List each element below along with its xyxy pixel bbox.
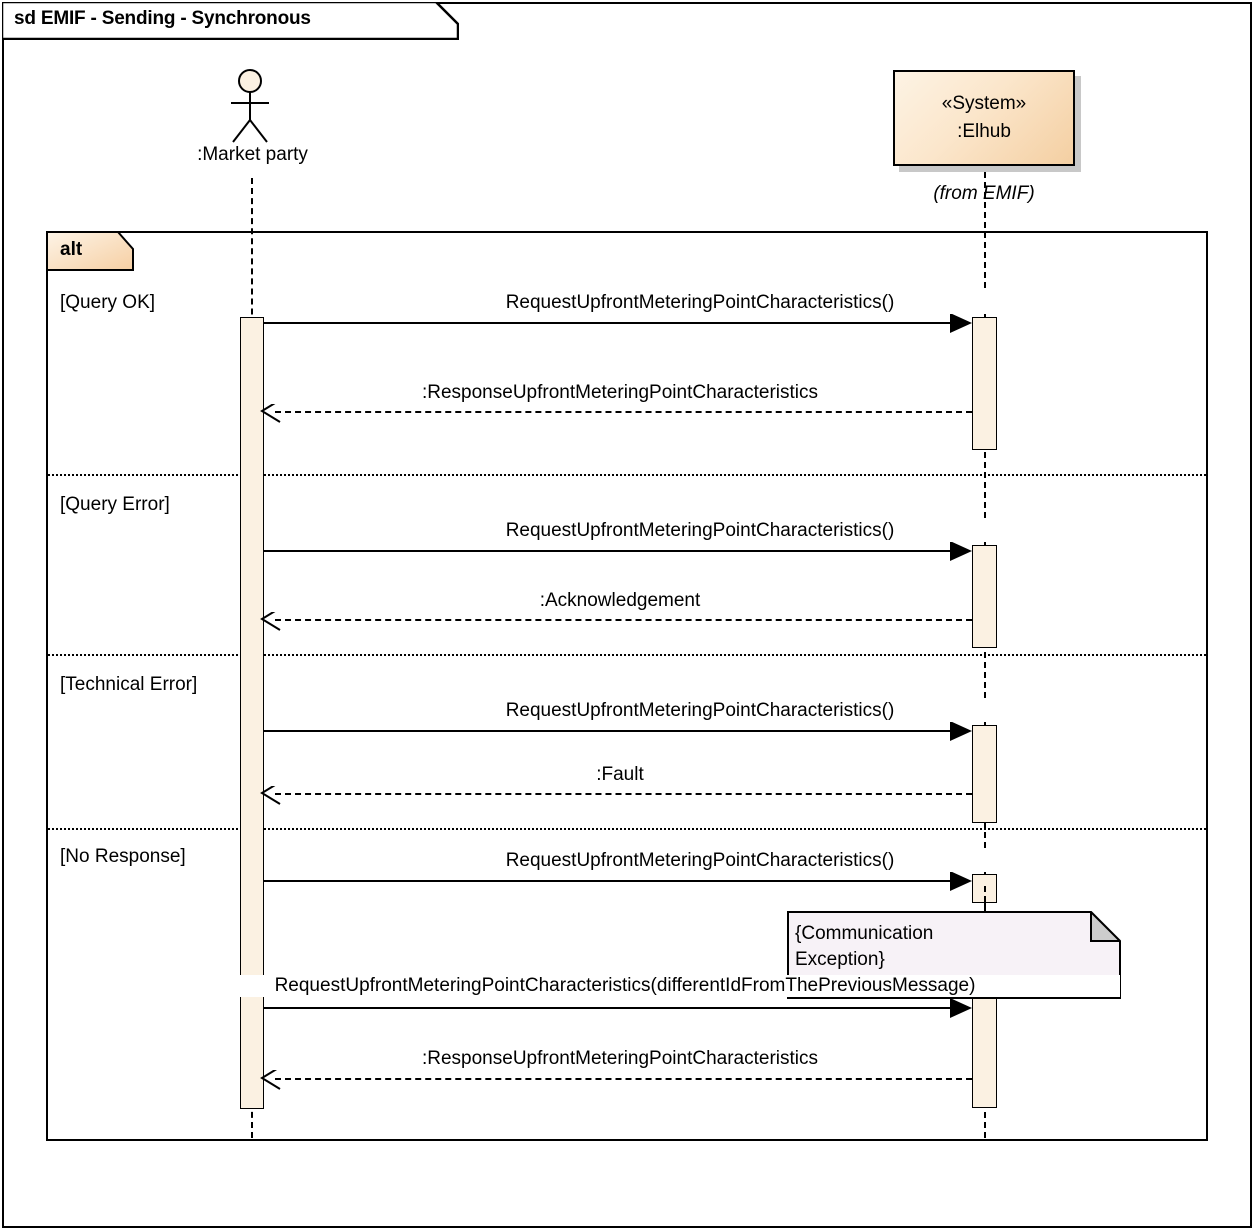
- message-line-2: [275, 411, 972, 413]
- actor-label: :Market party: [197, 144, 308, 165]
- actor-stick-figure-icon: [231, 69, 269, 143]
- activation-elhub-3: [972, 725, 997, 823]
- activation-elhub-2: [972, 545, 997, 648]
- message-line-9: [275, 1078, 972, 1080]
- message-label-3: RequestUpfrontMeteringPointCharacteristi…: [300, 520, 1100, 542]
- message-arrowhead-5: [950, 721, 972, 741]
- alt-operator-label: alt: [60, 239, 83, 260]
- alt-separator-3: [48, 828, 1206, 830]
- message-arrowhead-7: [950, 871, 972, 891]
- guard-query-error: [Query Error]: [60, 494, 170, 515]
- message-label-8: RequestUpfrontMeteringPointCharacteristi…: [130, 975, 1120, 997]
- alt-fragment-tab: [46, 231, 134, 271]
- alt-separator-1: [48, 474, 1206, 476]
- message-line-4: [275, 619, 972, 621]
- activation-elhub-5: [972, 995, 997, 1108]
- message-line-6: [275, 793, 972, 795]
- message-label-2: :ResponseUpfrontMeteringPointCharacteris…: [270, 382, 970, 404]
- note-anchor-line: [984, 886, 986, 912]
- guard-query-ok: [Query OK]: [60, 292, 156, 313]
- message-line-3: [264, 550, 964, 552]
- note-text: {Communication Exception}: [795, 923, 934, 970]
- message-line-5: [264, 730, 964, 732]
- message-label-9: :ResponseUpfrontMeteringPointCharacteris…: [270, 1048, 970, 1070]
- system-name: :Elhub: [957, 121, 1011, 142]
- message-label-4: :Acknowledgement: [270, 590, 970, 612]
- message-arrowhead-9: [260, 1066, 281, 1090]
- message-arrowhead-1: [950, 313, 972, 333]
- message-label-6: :Fault: [270, 764, 970, 786]
- message-arrowhead-8: [950, 998, 972, 1018]
- system-from-label: (from EMIF): [933, 183, 1035, 204]
- message-line-8: [264, 1007, 964, 1009]
- message-label-5: RequestUpfrontMeteringPointCharacteristi…: [300, 700, 1100, 722]
- alt-separator-2: [48, 654, 1206, 656]
- activation-elhub-1: [972, 317, 997, 450]
- system-box-elhub[interactable]: «System» :Elhub: [893, 70, 1075, 166]
- message-arrowhead-3: [950, 541, 972, 561]
- message-label-1: RequestUpfrontMeteringPointCharacteristi…: [300, 292, 1100, 314]
- system-stereotype: «System»: [941, 93, 1027, 114]
- alt-fragment-frame: [46, 231, 1208, 1141]
- message-label-7: RequestUpfrontMeteringPointCharacteristi…: [300, 850, 1100, 872]
- guard-technical-error: [Technical Error]: [60, 674, 198, 695]
- message-line-1: [264, 322, 964, 324]
- guard-no-response: [No Response]: [60, 846, 186, 867]
- page-title: sd EMIF - Sending - Synchronous: [14, 8, 311, 29]
- message-line-7: [264, 880, 964, 882]
